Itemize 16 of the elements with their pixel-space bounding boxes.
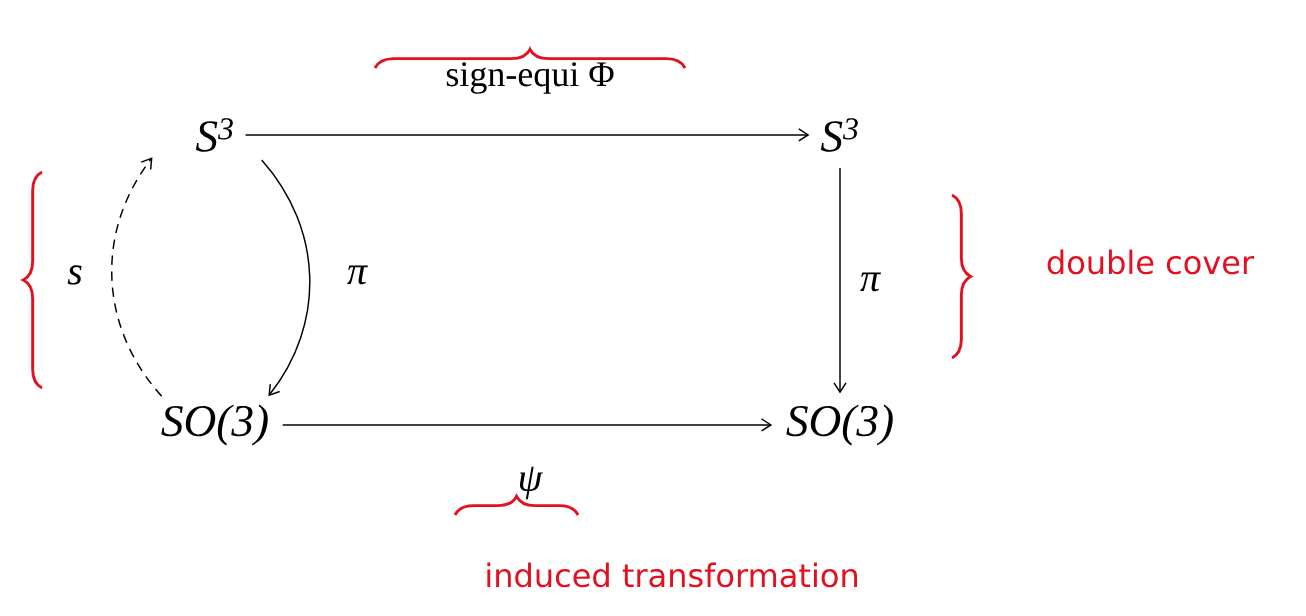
edge-label: sign-equi Φ (444, 60, 616, 96)
edge-label: ψ (516, 465, 544, 501)
math-object: S$^{3}$ (820, 118, 858, 152)
edge-label: π (345, 264, 369, 286)
edge-label: s (65, 264, 85, 286)
arrow (282, 418, 773, 432)
math-object: SO(3) (786, 404, 893, 446)
arrow (833, 167, 847, 394)
handwritten-note: double cover (1047, 249, 1255, 275)
math-object: SO(3) (161, 404, 268, 446)
arrow (260, 159, 311, 397)
handwritten-note: induced transformation (487, 562, 857, 588)
arrow (111, 157, 163, 397)
arrow (244, 128, 810, 142)
math-object: S$^{3}$ (195, 118, 233, 152)
edge-label: π (858, 271, 882, 293)
